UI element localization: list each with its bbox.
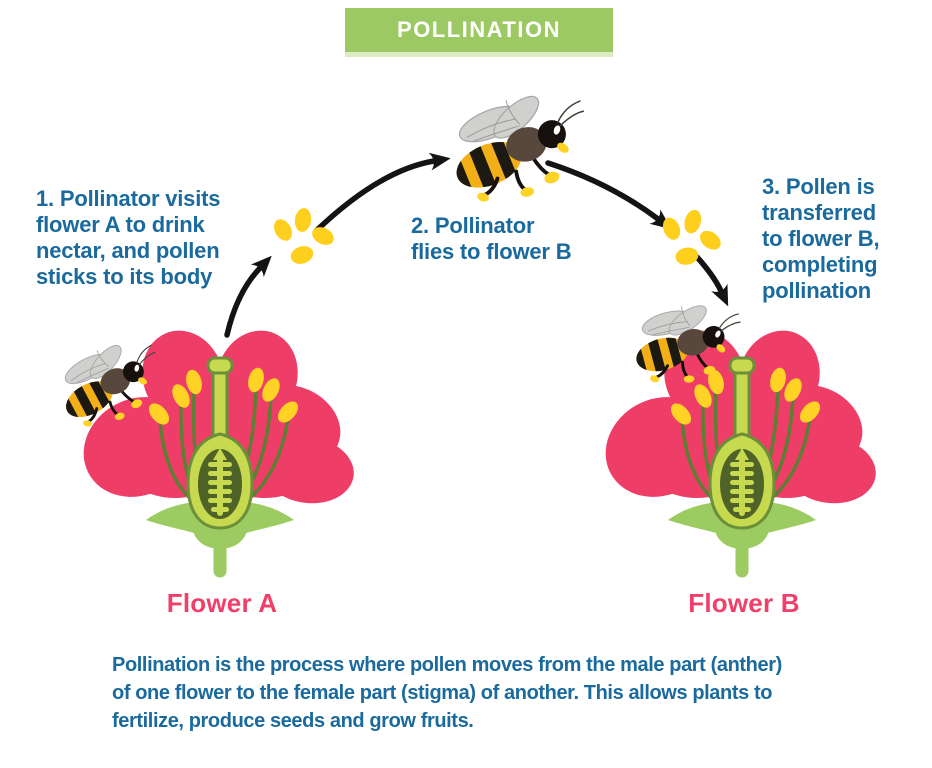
title-banner: POLLINATION: [345, 8, 613, 57]
step-3-text: 3. Pollen is transferred to flower B, co…: [762, 174, 880, 303]
pollen-grains-icon: [653, 204, 729, 273]
flower-a-label: Flower A: [166, 588, 278, 618]
bee-flying-icon: [445, 90, 584, 203]
title-banner-label: POLLINATION: [397, 17, 561, 42]
flower-b-cross-section-icon: [588, 320, 880, 571]
flower-b-label: Flower B: [688, 588, 800, 618]
curved-arrow-icon: [224, 152, 729, 338]
definition-caption: Pollination is the process where pollen …: [112, 654, 782, 732]
step-1-text: 1. Pollinator visits flower A to drink n…: [36, 186, 221, 289]
step-2-text: 2. Pollinator flies to flower B: [411, 213, 572, 264]
